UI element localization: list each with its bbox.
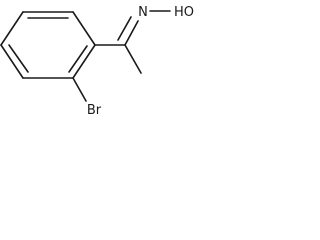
methyl-bond xyxy=(124,44,142,74)
hydroxyl-label: HO xyxy=(174,5,194,20)
ring-bond-lower-right xyxy=(72,44,96,79)
ring-bond-lower-left xyxy=(0,44,24,79)
carbon-nitrogen-double-bond-b xyxy=(117,16,132,41)
ring-bond-lower-left-inner xyxy=(8,44,29,73)
nitrogen-label: N xyxy=(138,5,148,20)
ring-bond-lower-right-inner xyxy=(68,45,88,73)
chemical-structure-diagram: N HO Br xyxy=(0,5,194,118)
benzene-ring xyxy=(0,11,96,79)
bromine-label: Br xyxy=(87,103,102,118)
ring-bond-upper-right xyxy=(72,11,96,46)
ring-bond-upper-left xyxy=(0,11,24,46)
carbon-nitrogen-double-bond-a xyxy=(124,20,139,46)
ring-to-bromine-bond xyxy=(72,77,87,102)
